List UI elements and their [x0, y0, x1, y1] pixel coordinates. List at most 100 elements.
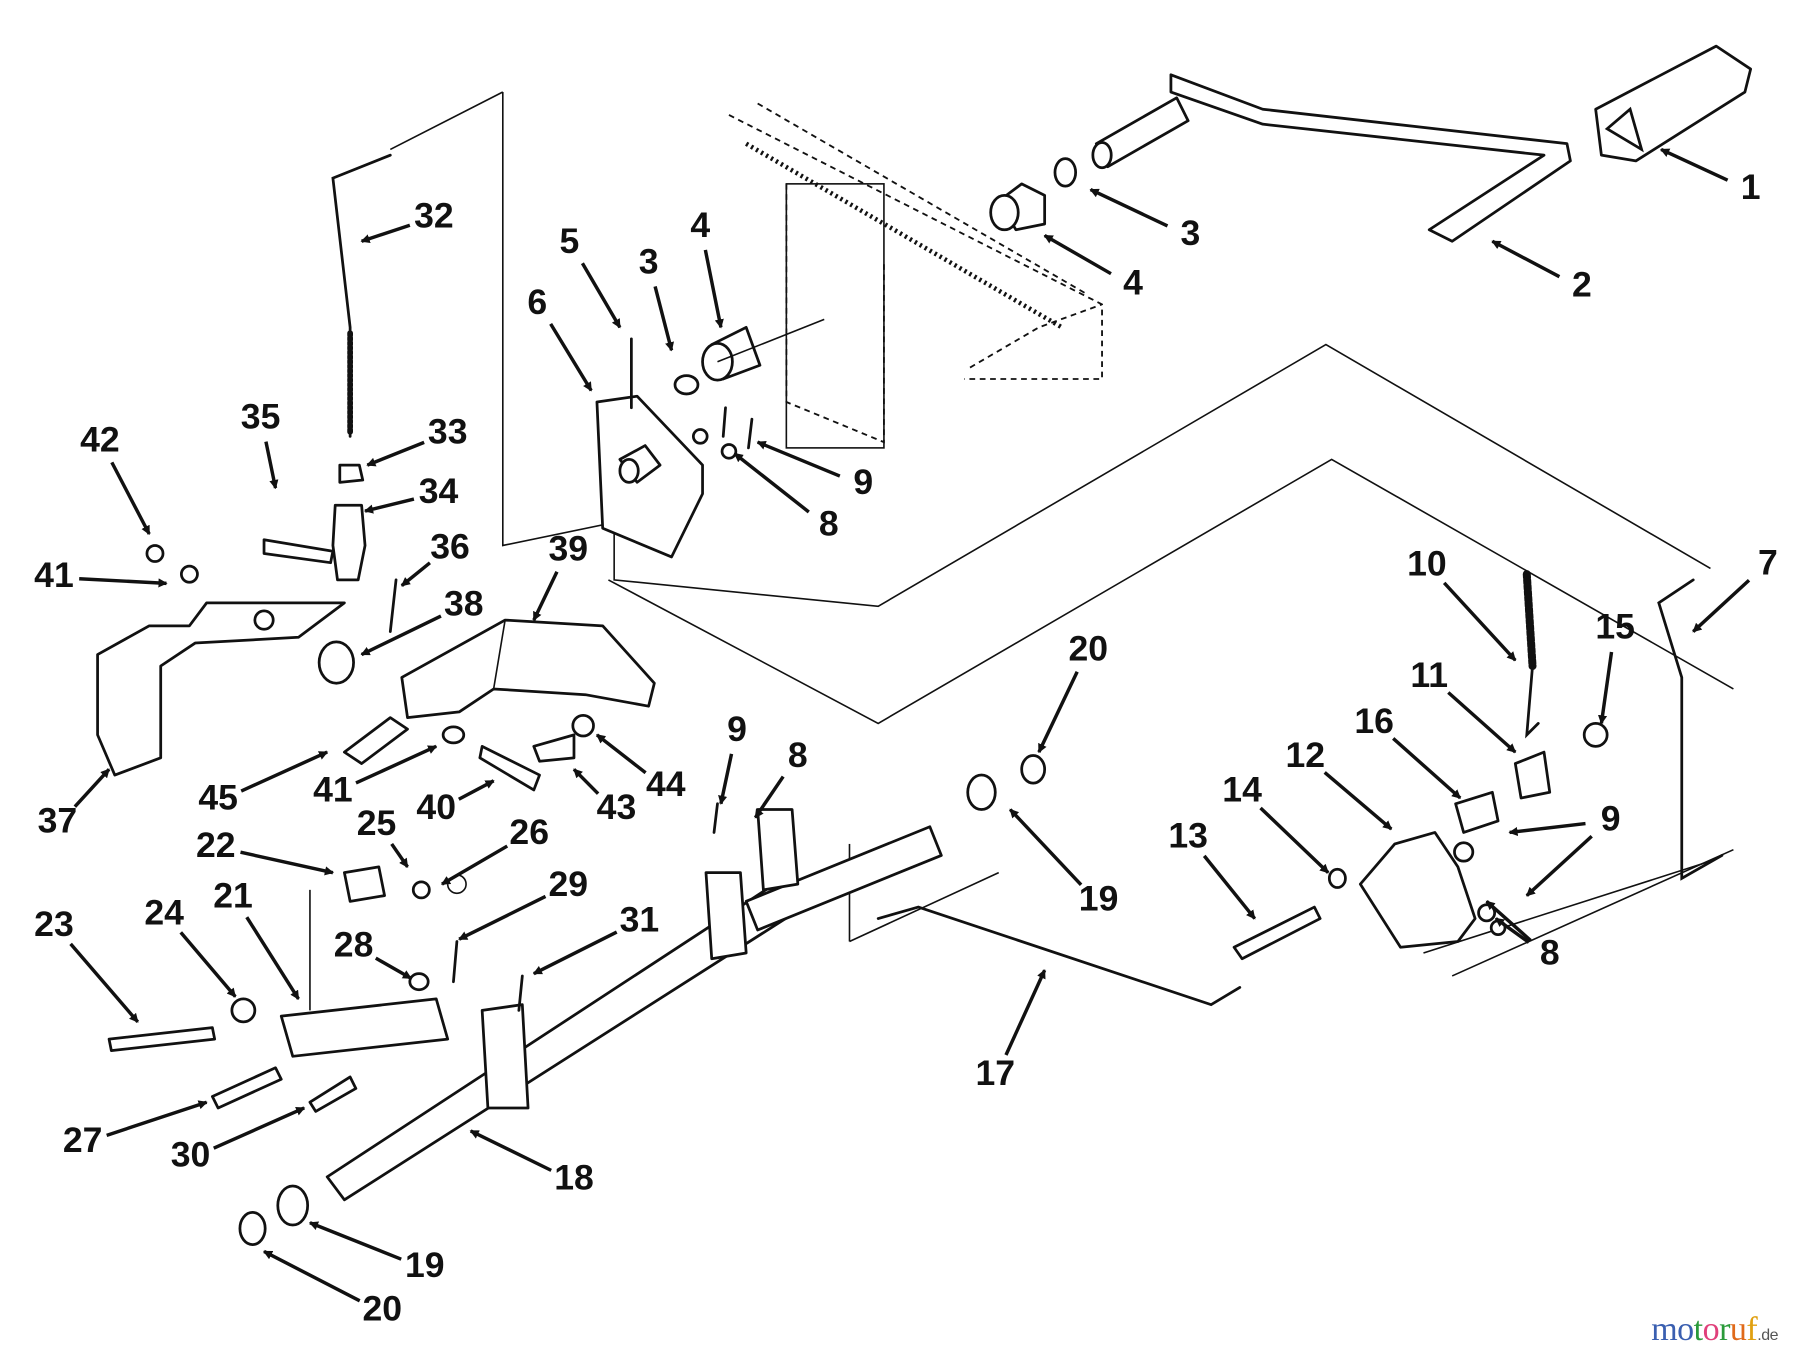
callout-number: 41 [34, 555, 74, 595]
leader-arrow [79, 577, 168, 588]
leader-arrow [1323, 771, 1393, 831]
part-spring [1522, 570, 1540, 739]
part-mounting-plate [595, 318, 825, 559]
callout-number: 1 [1741, 167, 1761, 207]
part-ring [1053, 157, 1078, 188]
callout-number: 34 [419, 471, 459, 511]
leader-arrow [73, 768, 111, 808]
callout-number: 4 [690, 205, 710, 245]
callout-29: 29 [458, 864, 588, 941]
callout-1: 1 [1660, 147, 1761, 207]
leader-arrow [366, 440, 425, 467]
leader-arrow [240, 750, 329, 793]
callout-number: 28 [334, 925, 374, 965]
callout-number: 31 [620, 899, 660, 939]
leader-arrow [1508, 821, 1586, 837]
leader-arrow [1597, 651, 1614, 725]
callout-45: 45 [198, 750, 329, 818]
callout-2: 2 [1491, 239, 1592, 305]
leader-arrow [1692, 579, 1751, 633]
leader-arrow [532, 930, 618, 976]
leader-arrow [718, 753, 734, 805]
callout-6: 6 [527, 282, 593, 392]
leader-arrow [733, 452, 810, 514]
callout-5: 5 [559, 221, 622, 329]
callout-number: 9 [727, 709, 747, 749]
callout-number: 2 [1572, 265, 1592, 305]
leader-arrow [245, 916, 300, 1000]
leader-arrow [1089, 188, 1169, 228]
part-control-rod [262, 153, 398, 633]
callout-31: 31 [532, 899, 660, 976]
leader-arrow [263, 1249, 361, 1303]
callout-22: 22 [196, 825, 335, 876]
callout-37: 37 [38, 768, 111, 841]
callout-number: 25 [357, 803, 397, 843]
callout-number: 8 [1540, 933, 1560, 973]
leader-arrow [1043, 234, 1112, 276]
callout-9: 9 [718, 709, 747, 805]
callout-number: 27 [63, 1120, 103, 1160]
leader-arrow [653, 285, 674, 352]
part-cross-shaft [238, 754, 1047, 1246]
part-lift-lever [1091, 73, 1572, 243]
leader-arrow [549, 322, 593, 392]
callout-12: 12 [1285, 735, 1393, 831]
leader-arrow [1447, 691, 1517, 754]
leader-arrow [69, 942, 140, 1023]
leader-arrow [753, 775, 785, 819]
callout-3: 3 [639, 242, 674, 352]
callout-8: 8 [733, 452, 839, 543]
leader-arrow [308, 1221, 402, 1261]
callout-39: 39 [532, 529, 588, 622]
leader-arrow [106, 1100, 208, 1137]
leader-arrow [756, 440, 841, 478]
callout-41: 41 [313, 744, 438, 810]
callout-21: 21 [213, 875, 300, 1000]
callout-number: 39 [548, 529, 588, 569]
leader-arrow [580, 262, 622, 329]
callout-20: 20 [263, 1249, 402, 1329]
callout-27: 27 [63, 1100, 208, 1160]
callout-15: 15 [1595, 607, 1635, 725]
callout-19: 19 [1008, 808, 1118, 919]
callout-43: 43 [572, 768, 637, 827]
part-rod-7 [1657, 578, 1724, 881]
leader-arrow [458, 779, 495, 801]
callout-3: 3 [1089, 188, 1200, 253]
leader-arrow [440, 844, 509, 886]
callout-34: 34 [363, 471, 459, 514]
callout-41: 41 [34, 555, 168, 595]
callout-number: 29 [548, 864, 588, 904]
leader-arrow [1442, 581, 1517, 662]
callout-number: 40 [416, 787, 456, 827]
leader-arrow [363, 497, 415, 514]
callout-number: 7 [1758, 542, 1778, 582]
leader-arrow [110, 461, 151, 536]
callout-number: 15 [1595, 607, 1635, 647]
callout-number: 13 [1168, 816, 1208, 856]
leader-arrow [1202, 854, 1257, 920]
frame-outline [389, 91, 1734, 977]
watermark-logo: motoruf.de [1651, 1311, 1778, 1348]
callout-18: 18 [469, 1129, 594, 1198]
callout-33: 33 [366, 412, 467, 467]
leader-arrow [532, 570, 559, 622]
callout-36: 36 [400, 526, 470, 587]
callout-number: 22 [196, 825, 236, 865]
callout-number: 38 [444, 584, 484, 624]
part-grip [1594, 44, 1753, 163]
leader-arrow [240, 850, 335, 876]
callout-8: 8 [753, 735, 808, 819]
callout-number: 43 [597, 787, 637, 827]
callout-28: 28 [334, 925, 412, 980]
leader-arrow [1392, 737, 1462, 800]
callout-26: 26 [440, 812, 549, 886]
callout-number: 37 [38, 801, 78, 841]
callout-number: 4 [1123, 262, 1143, 302]
callout-16: 16 [1354, 701, 1462, 800]
callout-number: 16 [1354, 701, 1394, 741]
part-bushing [989, 182, 1047, 232]
part-clevis-assembly [107, 865, 524, 1113]
